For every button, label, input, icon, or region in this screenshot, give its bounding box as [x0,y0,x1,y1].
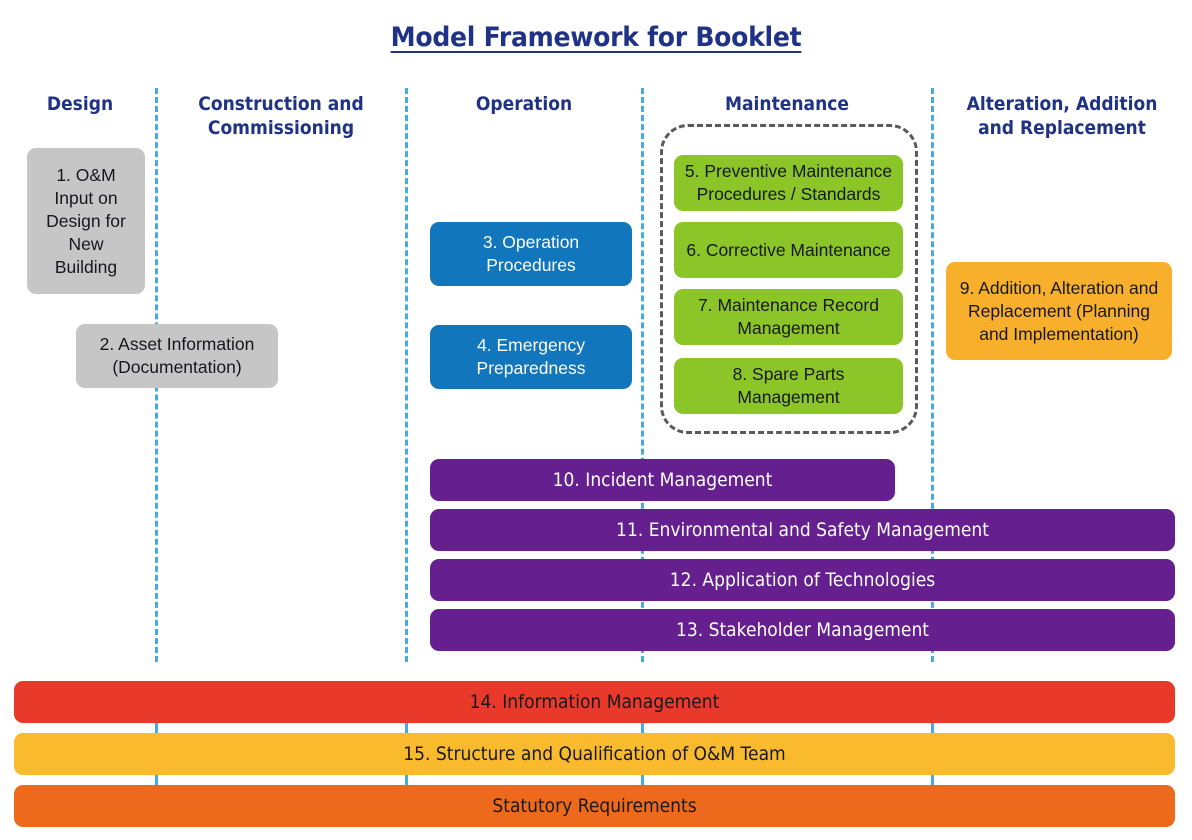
band-stakeholder-management[interactable]: 13. Stakeholder Management [430,609,1175,651]
column-header-design: Design [17,92,143,116]
column-header-operation-label: Operation [475,93,573,115]
column-header-maintenance: Maintenance [662,92,912,116]
column-header-construction-label: Construction and Commissioning [198,93,364,139]
node-asset-information-label: 2. Asset Information (Documentation) [99,334,255,377]
column-header-design-label: Design [46,93,114,115]
column-separator-2 [405,88,408,662]
band-application-of-technologies-label: 12. Application of Technologies [669,568,936,591]
band-environmental-safety-management[interactable]: 11. Environmental and Safety Management [430,509,1175,551]
node-om-input-on-design-label: 1. O&M Input on Design for New Building [46,164,126,277]
column-header-alteration: Alteration, Addition and Replacement [952,92,1172,140]
node-corrective-maintenance[interactable]: 6. Corrective Maintenance [674,222,903,278]
column-header-construction: Construction and Commissioning [174,92,388,140]
band-incident-management[interactable]: 10. Incident Management [430,459,895,501]
band-application-of-technologies[interactable]: 12. Application of Technologies [430,559,1175,601]
node-addition-alteration-replacement[interactable]: 9. Addition, Alteration and Replacement … [946,262,1172,360]
node-emergency-preparedness[interactable]: 4. Emergency Preparedness [430,325,632,389]
column-header-maintenance-label: Maintenance [724,93,849,115]
page-title: Model Framework for Booklet [390,22,802,53]
band-information-management[interactable]: 14. Information Management [14,681,1175,723]
band-structure-qualification-om-team-label: 15. Structure and Qualification of O&M T… [403,742,786,765]
node-preventive-maintenance-label: 5. Preventive Maintenance Procedures / S… [684,161,893,204]
node-om-input-on-design[interactable]: 1. O&M Input on Design for New Building [27,148,145,294]
node-asset-information[interactable]: 2. Asset Information (Documentation) [76,324,278,388]
node-operation-procedures[interactable]: 3. Operation Procedures [430,222,632,286]
node-corrective-maintenance-label: 6. Corrective Maintenance [686,239,891,260]
band-environmental-safety-management-label: 11. Environmental and Safety Management [616,518,989,541]
node-spare-parts-management[interactable]: 8. Spare Parts Management [674,358,903,414]
node-operation-procedures-label: 3. Operation Procedures [482,232,580,275]
node-spare-parts-management-label: 8. Spare Parts Management [732,364,845,407]
node-maintenance-record-management[interactable]: 7. Maintenance Record Management [674,289,903,345]
band-structure-qualification-om-team[interactable]: 15. Structure and Qualification of O&M T… [14,733,1175,775]
band-statutory-requirements-label: Statutory Requirements [492,794,697,817]
band-stakeholder-management-label: 13. Stakeholder Management [675,618,930,641]
column-header-operation: Operation [423,92,625,116]
column-header-alteration-label: Alteration, Addition and Replacement [966,93,1158,139]
maintenance-group-container [660,124,918,434]
node-preventive-maintenance[interactable]: 5. Preventive Maintenance Procedures / S… [674,155,903,211]
node-addition-alteration-replacement-label: 9. Addition, Alteration and Replacement … [959,277,1159,344]
band-statutory-requirements[interactable]: Statutory Requirements [14,785,1175,827]
band-information-management-label: 14. Information Management [469,690,720,713]
band-incident-management-label: 10. Incident Management [552,468,773,491]
node-maintenance-record-management-label: 7. Maintenance Record Management [698,295,879,338]
node-emergency-preparedness-label: 4. Emergency Preparedness [476,335,586,378]
